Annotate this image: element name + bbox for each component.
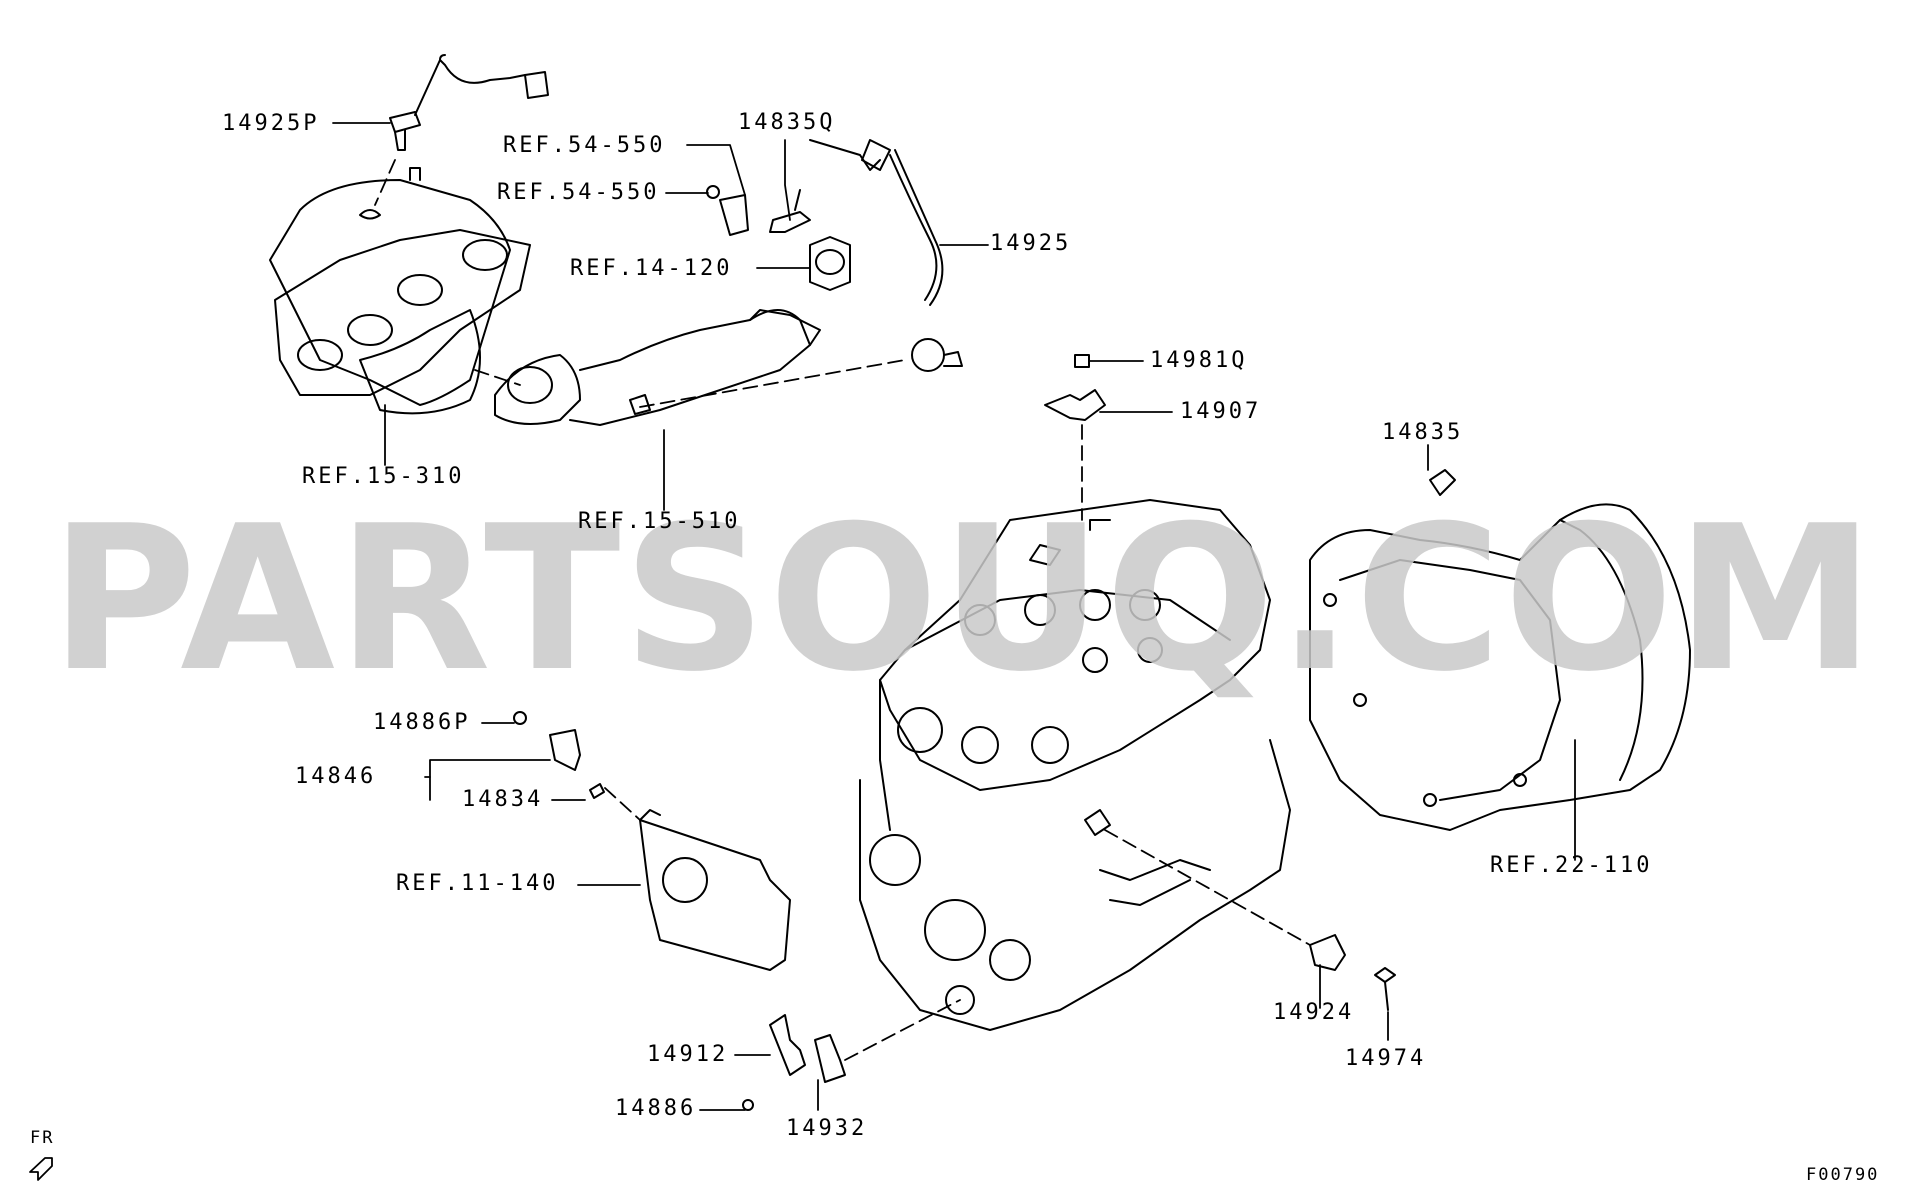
part-label-14846[interactable]: 14846 [295,764,377,789]
crank-sensor-drawing [742,1014,846,1111]
engine-block-drawing [859,499,1291,1031]
part-label-14912[interactable]: 14912 [647,1042,729,1067]
ref-label-15-310[interactable]: REF.15-310 [302,464,465,489]
part-label-14834[interactable]: 14834 [462,787,544,812]
top-bracket-drawing [1044,354,1106,421]
watermark: PARTSOUQ.COM [50,483,1877,716]
ref-label-15-510[interactable]: REF.15-510 [578,509,741,534]
cam-sensor-housing-drawing [513,711,791,971]
part-label-14907[interactable]: 14907 [1180,399,1262,424]
direction-label: FR [30,1128,55,1148]
transmission-drawing [1309,469,1691,831]
front-exhaust-pipe-drawing [494,309,821,426]
oxygen-sensor-upper-drawing [389,54,549,151]
part-label-14925[interactable]: 14925 [990,231,1072,256]
part-label-14835Q[interactable]: 14835Q [738,110,836,135]
part-label-14886P[interactable]: 14886P [373,710,471,735]
exhaust-manifold-drawing [269,167,531,415]
part-label-14925P[interactable]: 14925P [222,111,320,136]
ref-label-11-140[interactable]: REF.11-140 [396,871,559,896]
diagram-code: F00790 [1806,1165,1880,1185]
ref-label-22-110[interactable]: REF.22-110 [1490,853,1653,878]
knock-sensor-drawing [1309,934,1396,1011]
part-label-14981Q[interactable]: 14981Q [1150,348,1248,373]
part-label-14835[interactable]: 14835 [1382,420,1464,445]
leader-lines [332,122,1576,1111]
part-label-14924[interactable]: 14924 [1273,1000,1355,1025]
front-direction-icon [29,1157,53,1181]
part-label-14974[interactable]: 14974 [1345,1046,1427,1071]
part-label-14932[interactable]: 14932 [786,1116,868,1141]
ref-label-14-120[interactable]: REF.14-120 [570,256,733,281]
ref-label-54-550-bottom[interactable]: REF.54-550 [497,180,660,205]
part-label-14886[interactable]: 14886 [615,1096,697,1121]
bracket-hardware-drawing [706,185,851,291]
assembly-dashed-lines [374,159,1311,1061]
ref-label-54-550-top[interactable]: REF.54-550 [503,133,666,158]
oxygen-sensor-lower-drawing [809,139,963,372]
